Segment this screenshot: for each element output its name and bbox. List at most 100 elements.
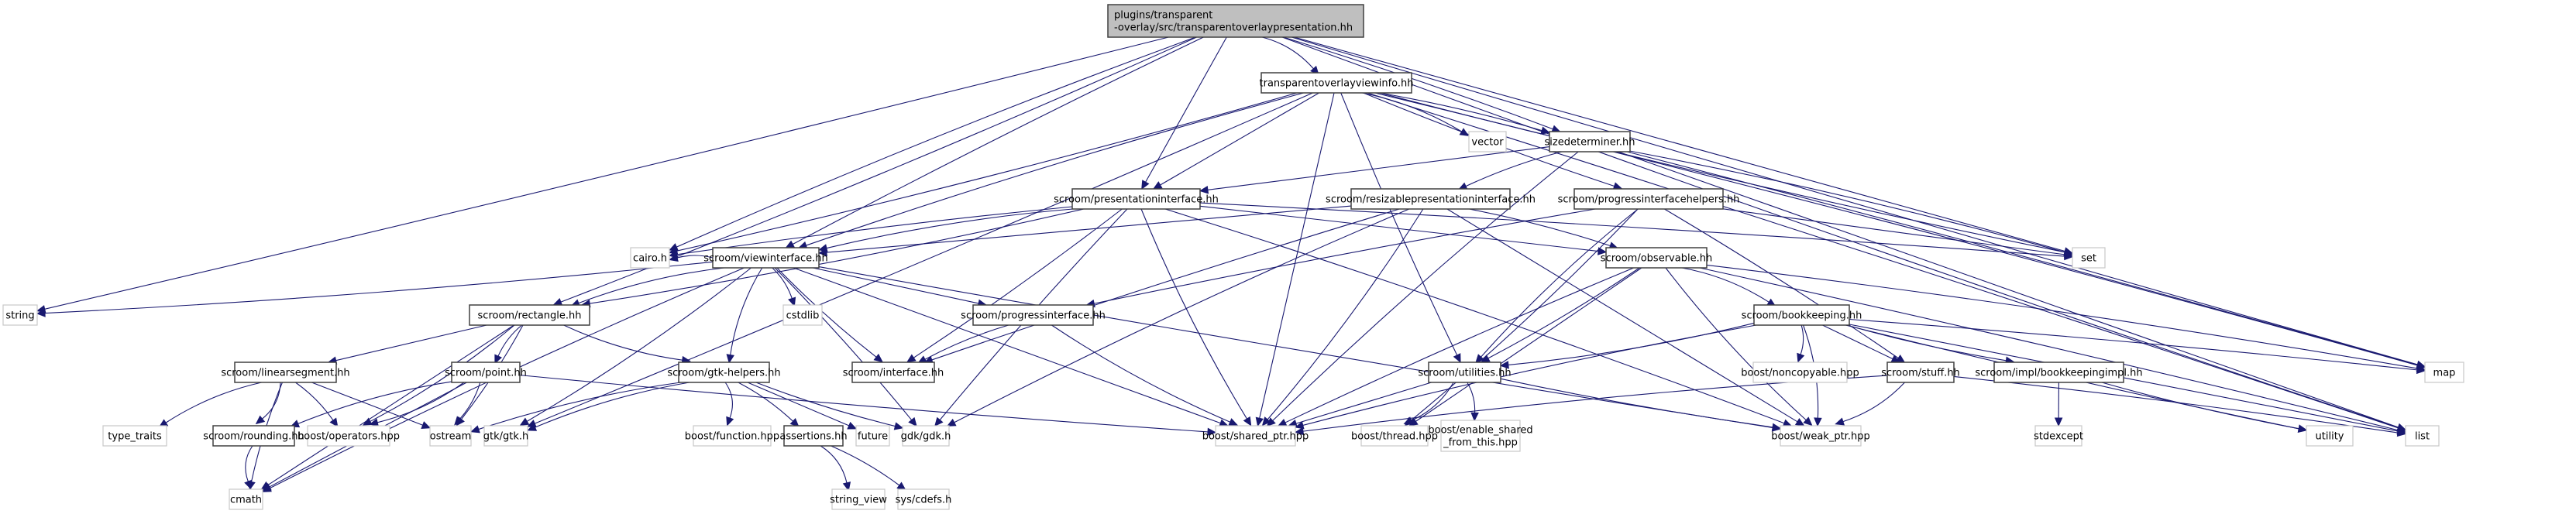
edge-sizedeterminer-to-presentationinterface — [1199, 146, 1550, 194]
edge-viewinfo-to-presentationinterface — [1152, 92, 1319, 190]
node-rectangle[interactable]: scroom/rectangle.hh — [469, 304, 590, 326]
node-label: string — [5, 310, 34, 322]
edge-line — [535, 382, 690, 428]
arrowhead-icon — [1771, 423, 1782, 432]
node-gtk: gtk/gtk.h — [483, 425, 528, 447]
edge-viewinterface-to-cstdlib — [772, 267, 796, 307]
node-label: gdk/gdk.h — [901, 431, 951, 443]
node-rounding[interactable]: scroom/rounding.hh — [203, 425, 304, 447]
node-label: stdexcept — [2034, 431, 2083, 443]
edge-line — [1699, 267, 2399, 431]
node-utilities[interactable]: scroom/utilities.hh — [1418, 362, 1512, 383]
edge-rectangle-to-point — [494, 324, 522, 365]
arrowhead-icon — [421, 421, 432, 429]
node-observable[interactable]: scroom/observable.hh — [1601, 247, 1712, 269]
node-box — [1440, 420, 1521, 452]
node-box[interactable] — [1071, 188, 1201, 210]
node-label: list — [2415, 431, 2430, 443]
arrowhead-icon — [1597, 247, 1608, 255]
edge-line — [497, 324, 522, 357]
node-box[interactable] — [1350, 188, 1511, 210]
node-progressinterfacehelpers[interactable]: scroom/progressinterfacehelpers.hh — [1558, 188, 1740, 210]
node-presentationinterface[interactable]: scroom/presentationinterface.hh — [1054, 188, 1219, 210]
edge-rectangle-to-cmath — [260, 324, 514, 490]
edge-rectangle-to-gtkhelpers — [563, 324, 691, 365]
arrowhead-icon — [817, 248, 827, 257]
node-label: ostream — [430, 431, 472, 443]
node-box[interactable] — [712, 247, 820, 269]
node-stuff[interactable]: scroom/stuff.hh — [1881, 362, 1960, 383]
edge-line — [1626, 151, 2418, 366]
node-box — [2405, 425, 2440, 447]
edge-utilities-to-enable_shared — [1467, 382, 1479, 422]
node-box[interactable] — [451, 362, 521, 383]
node-progressinterface[interactable]: scroom/progressinterface.hh — [961, 304, 1106, 326]
node-sizedeterminer[interactable]: sizedeterminer.hh — [1545, 131, 1635, 152]
node-label: assertions.hh — [779, 431, 847, 443]
node-cdefs: sys/cdefs.h — [896, 488, 951, 510]
node-box[interactable] — [1573, 188, 1724, 210]
node-box[interactable] — [212, 425, 295, 447]
node-box[interactable] — [1993, 362, 2124, 383]
node-box — [2072, 247, 2106, 269]
node-assertions[interactable]: assertions.hh — [779, 425, 848, 447]
edge-line — [1822, 324, 1893, 360]
edge-linearsegment-to-type_traits — [158, 382, 262, 428]
node-box[interactable] — [678, 362, 770, 383]
node-box[interactable] — [972, 304, 1094, 326]
edge-sizedeterminer-to-resizablepresentationinterface — [1457, 151, 1563, 190]
edge-assertions-to-cdefs — [831, 445, 906, 491]
edge-viewinfo-to-shared_ptr — [1255, 92, 1335, 427]
node-label: vector — [1471, 137, 1504, 149]
edge-line — [772, 267, 793, 299]
node-bookkeepingimpl[interactable]: scroom/impl/bookkeepingimpl.hh — [1975, 362, 2143, 383]
edge-progressinterfacehelpers-to-thread — [1404, 208, 1639, 427]
node-box[interactable] — [469, 304, 590, 326]
edge-line — [1681, 267, 1769, 303]
node-box[interactable] — [1428, 362, 1501, 383]
node-point[interactable]: scroom/point.hh — [445, 362, 527, 383]
node-box[interactable] — [1886, 362, 1955, 383]
arrowhead-icon — [1294, 427, 1305, 436]
edge-point-to-ostream — [454, 382, 481, 426]
node-thread: boost/thread.hpp — [1351, 425, 1438, 447]
node-box[interactable] — [1549, 131, 1631, 152]
arrowhead-icon — [1794, 418, 1805, 427]
node-box[interactable] — [851, 362, 935, 383]
edge-line — [776, 267, 877, 358]
node-box[interactable] — [234, 362, 337, 383]
node-box[interactable] — [783, 425, 844, 447]
edge-bookkeepingimpl-to-utility — [2101, 382, 2308, 433]
node-viewinterface[interactable]: scroom/viewinterface.hh — [703, 247, 828, 269]
arrowhead-icon — [906, 354, 917, 363]
node-bookkeeping[interactable]: scroom/bookkeeping.hh — [1742, 304, 1862, 326]
node-label: boost/noncopyable.hpp — [1741, 368, 1859, 379]
node-label: scroom/progressinterface.hh — [961, 310, 1106, 322]
node-resizablepresentationinterface[interactable]: scroom/resizablepresentationinterface.hh — [1326, 188, 1536, 210]
node-linearsegment[interactable]: scroom/linearsegment.hh — [221, 362, 350, 383]
node-interface[interactable]: scroom/interface.hh — [843, 362, 944, 383]
arrowhead-icon — [1803, 416, 1813, 427]
node-gtkhelpers[interactable]: scroom/gtk-helpers.hh — [667, 362, 781, 383]
node-box — [2306, 425, 2354, 447]
node-box[interactable] — [1605, 247, 1708, 269]
node-label: scroom/point.hh — [445, 368, 527, 379]
edge-line — [738, 382, 793, 422]
node-label: scroom/viewinterface.hh — [703, 253, 827, 265]
arrowhead-icon — [669, 253, 679, 262]
node-box[interactable] — [1107, 4, 1364, 38]
arrowhead-icon — [893, 422, 904, 430]
node-box[interactable] — [1753, 304, 1850, 326]
node-box — [483, 425, 528, 447]
node-viewinfo[interactable]: transparentoverlayviewinfo.hh — [1260, 72, 1414, 94]
edge-resizablepresentationinterface-to-shared_ptr — [1261, 208, 1424, 427]
arrowhead-icon — [934, 416, 944, 427]
edge-progressinterfacehelpers-to-set — [1722, 208, 2074, 259]
node-string_view: string_view — [830, 488, 887, 510]
node-root[interactable]: plugins/transparent-overlay/src/transpar… — [1107, 4, 1364, 38]
edge-sizedeterminer-to-map — [1626, 151, 2426, 369]
edge-line — [755, 382, 896, 427]
node-box[interactable] — [1260, 72, 1412, 94]
edge-progressinterface-to-shared_ptr — [1051, 324, 1239, 426]
arrowhead-icon — [842, 481, 851, 492]
